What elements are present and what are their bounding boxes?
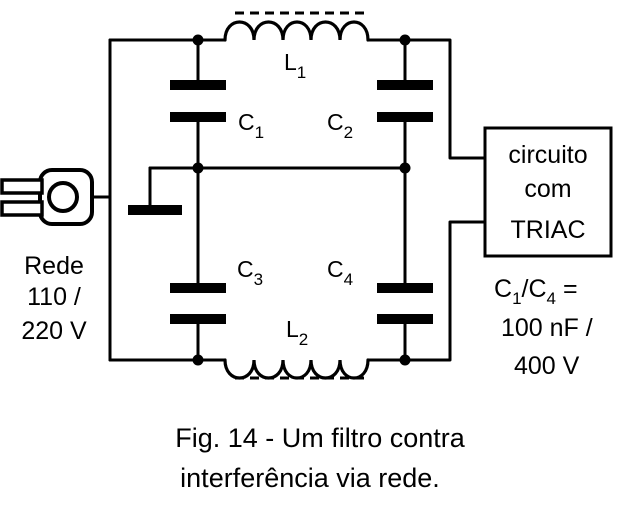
capacitor-c3-label: C3	[237, 256, 263, 289]
capacitor-c4-label: C4	[327, 256, 353, 289]
inductor-l1-label: L1	[284, 49, 306, 82]
inductor-l2-symbol	[223, 358, 370, 380]
capacitor-c3-symbol	[170, 283, 226, 324]
figure-caption-line-1: Fig. 14 - Um filtro contra	[175, 423, 466, 453]
ground-bar	[128, 205, 182, 215]
junction-dots	[192, 34, 411, 366]
mains-label-line-2: 110 /	[27, 283, 81, 311]
capacitor-c4-symbol	[377, 283, 433, 324]
capacitor-c2-symbol	[377, 80, 433, 122]
triac-box-line-1: circuito	[508, 141, 587, 169]
mains-plug-icon	[0, 168, 112, 226]
capacitor-c1-symbol	[170, 80, 226, 122]
figure-caption-line-2: interferência via rede.	[180, 463, 440, 493]
triac-box-line-3: TRIAC	[511, 216, 586, 244]
inductor-l2-label: L2	[286, 316, 308, 349]
capacitor-c1-label: C1	[238, 109, 264, 142]
mains-label-line-1: Rede	[24, 252, 84, 280]
values-note-line-3: 400 V	[514, 352, 580, 380]
values-note-line-2: 100 nF /	[501, 314, 593, 342]
triac-box-line-2: com	[524, 175, 571, 203]
mains-label-line-3: 220 V	[21, 317, 87, 345]
inductor-l1-symbol	[223, 11, 370, 42]
capacitor-c2-label: C2	[327, 109, 353, 142]
values-note-line-1: C1/C4 =	[494, 275, 578, 308]
triac-circuit-box	[483, 126, 613, 258]
